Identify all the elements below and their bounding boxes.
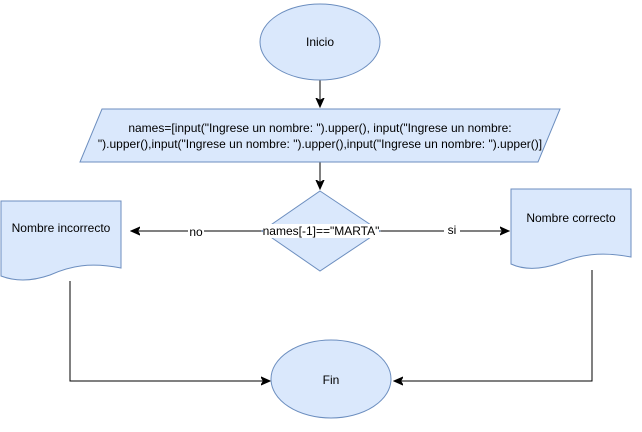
right-document-node[interactable]: [510, 188, 632, 269]
decision-node-label: names[-1]=="MARTA": [263, 224, 380, 238]
end-node[interactable]: [270, 339, 392, 419]
edge-wrong-to-end: [69, 281, 270, 381]
input-node[interactable]: [79, 108, 561, 163]
start-node-label: Inicio: [306, 35, 334, 49]
decision-label-bg: [263, 224, 379, 238]
wrong-document-node[interactable]: [0, 200, 122, 281]
start-node[interactable]: [259, 3, 381, 81]
edge-label-si: si: [448, 223, 457, 237]
edge-label-no: no: [189, 225, 203, 239]
end-node-label: Fin: [323, 373, 340, 387]
no-label-bg: [188, 226, 204, 238]
wrong-document-label: Nombre incorrecto: [12, 221, 111, 235]
input-node-label-line2: ").upper(),input("Ingrese un nombre: ").…: [98, 137, 542, 151]
input-node-label-line1: names=[input("Ingrese un nombre: ").uppe…: [128, 121, 511, 135]
right-document-label: Nombre correcto: [526, 211, 616, 225]
edge-right-to-end: [394, 270, 593, 381]
si-label-bg: [444, 224, 460, 236]
